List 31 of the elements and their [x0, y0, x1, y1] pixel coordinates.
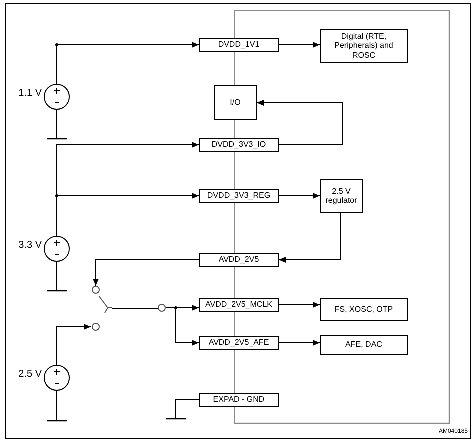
- arrow: [256, 100, 344, 146]
- component-box: DVDD_1V1: [199, 38, 279, 52]
- arrow: [56, 42, 200, 84]
- arrow: [56, 324, 92, 366]
- component-box: FS, XOSC, OTP: [320, 298, 408, 321]
- component-box: AVDD_2V5: [199, 253, 279, 267]
- arrow: [278, 302, 320, 308]
- voltage-label: 2.5 V: [18, 369, 42, 380]
- voltage-label: 3.3 V: [18, 240, 42, 252]
- wire: [56, 110, 58, 138]
- component-box: I/O: [214, 85, 257, 120]
- component-box: AVDD_2V5_MCLK: [199, 298, 279, 312]
- component-box: DVDD_3V3_IO: [199, 138, 279, 152]
- arrow: [166, 308, 200, 346]
- component-box: 2.5 V regulator: [320, 179, 363, 213]
- component-box: EXPAD - GND: [199, 393, 279, 407]
- component-box: Digital (RTE, Peripherals) and ROSC: [320, 29, 408, 63]
- arrow: [278, 193, 320, 199]
- component-box: DVDD_3V3_REG: [199, 189, 279, 203]
- wire: [112, 308, 158, 309]
- component-box: AVDD_2V5_AFE: [199, 336, 279, 350]
- arrow: [278, 42, 320, 48]
- arrow: [56, 193, 200, 236]
- wire: [56, 390, 58, 420]
- wire: [56, 262, 58, 290]
- arrow: [278, 212, 342, 263]
- arrow: [93, 260, 200, 286]
- voltage-label: 1.1 V: [18, 88, 42, 100]
- component-box: AFE, DAC: [320, 335, 408, 355]
- arrow: [278, 340, 320, 346]
- wire: [176, 400, 200, 418]
